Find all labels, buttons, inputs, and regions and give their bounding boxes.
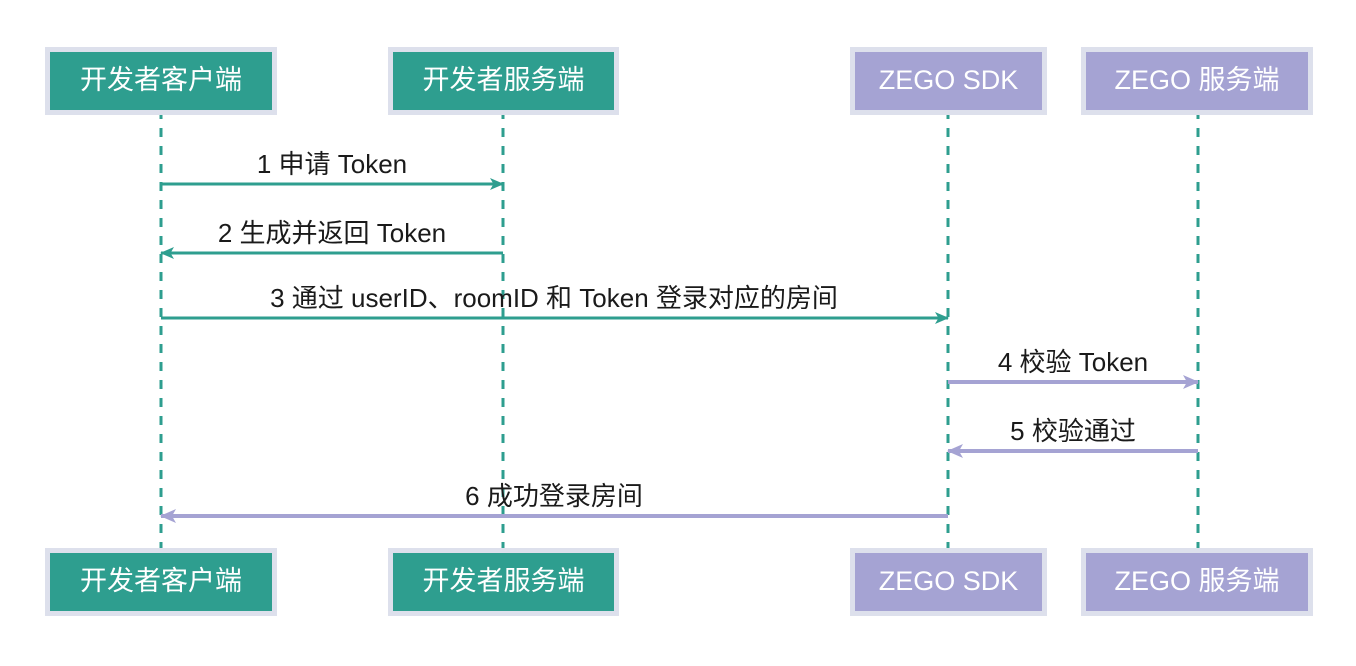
participant-box-fill [1086, 52, 1308, 110]
message-label-2: 2 生成并返回 Token [218, 218, 446, 248]
participant-bottom-dev-client[interactable]: 开发者客户端 [45, 548, 277, 616]
participant-label: ZEGO 服务端 [1114, 566, 1279, 596]
participant-label: 开发者客户端 [80, 566, 242, 596]
participant-box-fill [1086, 553, 1308, 611]
participant-bottom-dev-server[interactable]: 开发者服务端 [388, 548, 619, 616]
participant-top-dev-client[interactable]: 开发者客户端 [45, 47, 277, 115]
message-label-1: 1 申请 Token [257, 149, 407, 179]
participant-top-zego-server[interactable]: ZEGO 服务端 [1081, 47, 1313, 115]
participant-box-fill [393, 52, 614, 110]
participant-label: 开发者服务端 [423, 566, 585, 596]
messages-group: 1 申请 Token 2 生成并返回 Token 3 通过 userID、roomI… [160, 149, 1199, 523]
participant-box-fill [50, 553, 272, 611]
message-label-6: 6 成功登录房间 [465, 481, 643, 511]
message-label-4: 4 校验 Token [998, 347, 1148, 377]
participant-box-fill [393, 553, 614, 611]
participant-label: 开发者服务端 [423, 65, 585, 95]
participant-box-fill [855, 52, 1042, 110]
participant-top-dev-server[interactable]: 开发者服务端 [388, 47, 619, 115]
participant-bottom-zego-sdk[interactable]: ZEGO SDK [850, 548, 1047, 616]
participant-top-zego-sdk[interactable]: ZEGO SDK [850, 47, 1047, 115]
participant-label: ZEGO SDK [879, 65, 1019, 95]
participant-box-fill [855, 553, 1042, 611]
message-label-5: 5 校验通过 [1010, 416, 1136, 446]
participant-box-fill [50, 52, 272, 110]
participant-label: 开发者客户端 [80, 65, 242, 95]
participant-label: ZEGO 服务端 [1114, 65, 1279, 95]
participant-bottom-zego-server[interactable]: ZEGO 服务端 [1081, 548, 1313, 616]
participant-label: ZEGO SDK [879, 566, 1019, 596]
message-label-3: 3 通过 userID、roomID 和 Token 登录对应的房间 [270, 283, 838, 313]
